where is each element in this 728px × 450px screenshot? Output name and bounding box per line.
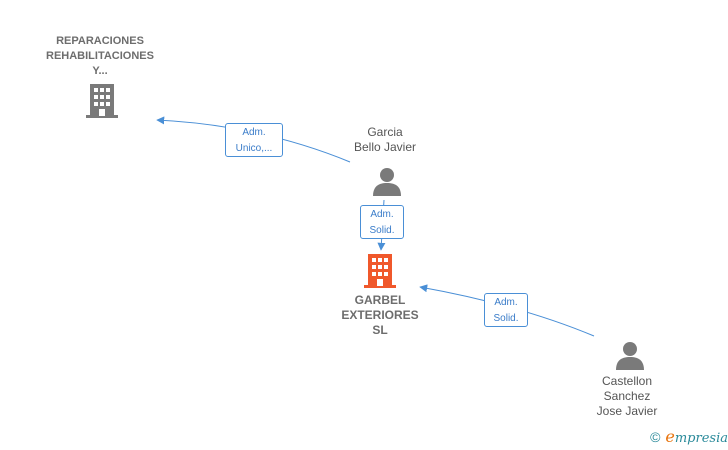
edge-label-adm-solid-castellon[interactable]: Adm. Solid. xyxy=(484,293,528,327)
node-label-line: Bello Javier xyxy=(353,140,417,154)
edge-label-adm-solid-garcia[interactable]: Adm. Solid. xyxy=(360,205,404,239)
node-label-garbel[interactable]: GARBEL EXTERIORES SL xyxy=(320,293,440,338)
node-label-line: Y... xyxy=(92,65,108,77)
node-label-garcia[interactable]: Garcia Bello Javier xyxy=(335,125,435,155)
edge-label-line: Solid. xyxy=(493,313,519,324)
node-label-line: Garcia xyxy=(367,125,403,139)
node-label-line: REHABILITACIONES xyxy=(46,50,154,62)
person-icon[interactable] xyxy=(372,166,402,196)
copyright-icon: © xyxy=(650,429,661,445)
brand-name: mpresia xyxy=(674,431,728,446)
node-label-line: GARBEL xyxy=(354,293,406,307)
node-label-line: Sanchez xyxy=(603,389,651,403)
node-label-line: EXTERIORES xyxy=(341,308,419,322)
edge-label-line: Unico,... xyxy=(235,143,273,154)
node-label-line: REPARACIONES xyxy=(56,35,144,47)
building-icon[interactable] xyxy=(86,84,118,118)
empresia-logo: ©empresia xyxy=(650,427,728,446)
person-icon[interactable] xyxy=(615,340,645,370)
building-icon[interactable] xyxy=(364,254,396,288)
node-label-line: Castellon xyxy=(601,374,653,388)
brand-e: e xyxy=(665,427,675,446)
edge-label-line: Adm. xyxy=(242,127,266,138)
edge-label-line: Solid. xyxy=(369,225,395,236)
node-label-reparaciones[interactable]: REPARACIONES REHABILITACIONES Y... xyxy=(30,34,170,79)
node-label-castellon[interactable]: Castellon Sanchez Jose Javier xyxy=(577,374,677,419)
edge-label-adm-unico[interactable]: Adm. Unico,... xyxy=(225,123,283,157)
edge-label-line: Adm. xyxy=(370,209,394,220)
edge-label-line: Adm. xyxy=(494,297,518,308)
node-label-line: Jose Javier xyxy=(596,404,658,418)
node-label-line: SL xyxy=(372,323,388,337)
